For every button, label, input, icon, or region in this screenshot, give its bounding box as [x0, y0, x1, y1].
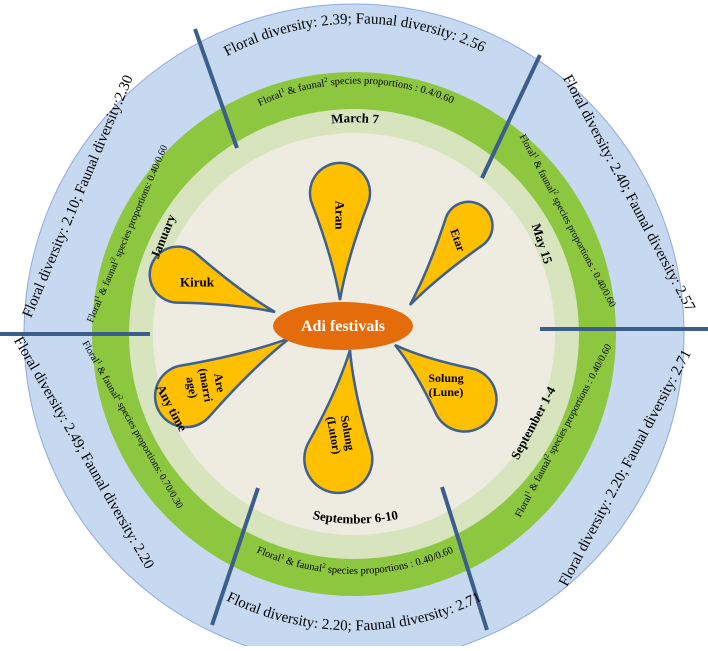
petal-shape-are	[153, 336, 291, 429]
hub-ellipse	[273, 302, 413, 350]
petal-label-line: Kiruk	[180, 275, 215, 290]
hub-label: Adi festivals	[301, 318, 385, 335]
petal-label-line: (marri	[196, 367, 216, 404]
petal-label-solung-lune: Solung(Lune)	[428, 371, 463, 399]
petal-label-aran: Aran	[332, 201, 347, 231]
divider-right	[480, 54, 542, 179]
petal-label-solung-lutor: Solung(Lutor)	[324, 413, 358, 455]
petal-label-are: Are(marriage)	[182, 365, 229, 406]
petal-label-line: Solung	[428, 371, 463, 385]
petal-label-line: age)	[183, 376, 200, 399]
divider-bottom-right	[440, 486, 489, 631]
petal-solung-lutor: Solung(Lutor)	[303, 349, 374, 495]
petal-shape-solung-lune	[394, 343, 498, 433]
petal-label-line: Are	[211, 372, 228, 394]
petal-shape-etar	[408, 200, 494, 306]
petal-label-line: (Lune)	[429, 385, 464, 399]
petal-shape-kiruk	[148, 245, 276, 314]
divider-bottom-left	[210, 487, 260, 626]
petal-shape-aran	[308, 161, 372, 301]
month-september-6-10: September 6-10	[312, 507, 399, 526]
divider-top	[193, 28, 239, 149]
sector-dividers	[0, 28, 708, 631]
petal-label-line: (Lutor)	[324, 415, 344, 455]
month-march-7: March 7	[330, 110, 380, 126]
festival-petals: AranEtarSolung(Lune)Solung(Lutor)Are(mar…	[148, 161, 498, 495]
petal-solung-lune: Solung(Lune)	[394, 343, 498, 433]
petal-kiruk: Kiruk	[148, 245, 276, 314]
petal-aran: Aran	[308, 161, 372, 301]
petal-etar: Etar	[408, 200, 494, 306]
petal-shape-solung-lutor	[303, 349, 374, 495]
petal-label-kiruk: Kiruk	[180, 275, 215, 290]
petal-are: Are(marriage)	[153, 336, 291, 429]
petal-label-line: Aran	[332, 201, 347, 231]
petal-label-line: Solung	[338, 414, 358, 451]
